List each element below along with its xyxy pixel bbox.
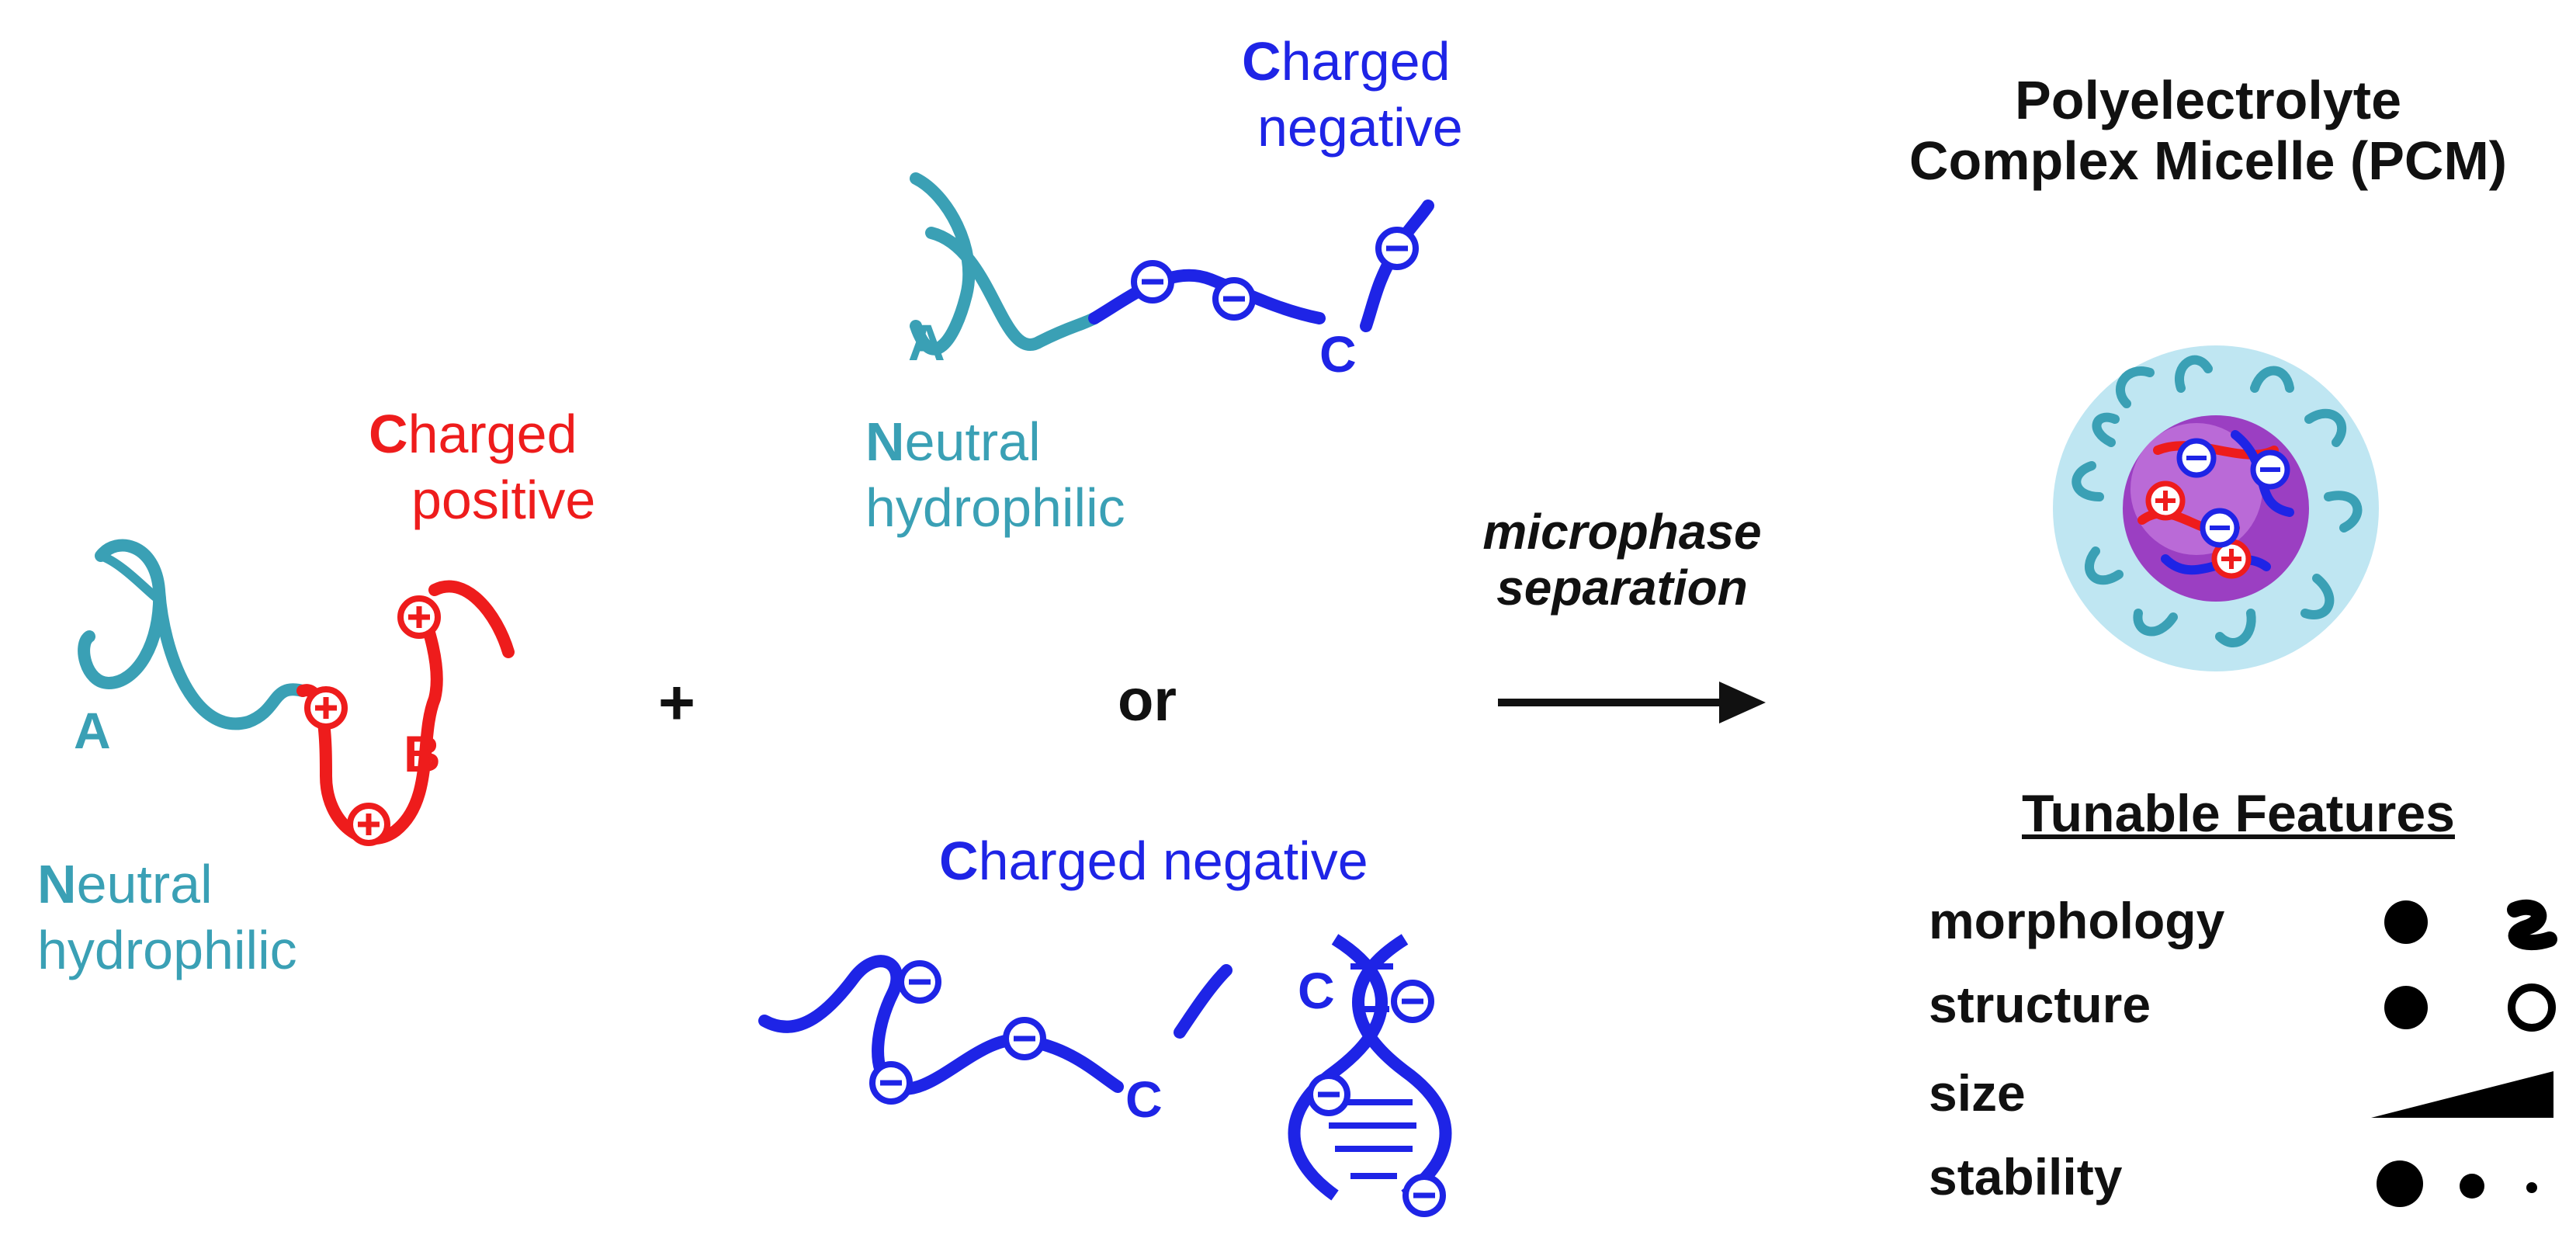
micelle-graphic bbox=[2053, 345, 2379, 671]
charged-text: harged negative bbox=[978, 831, 1368, 891]
block-c-label: C bbox=[1319, 325, 1357, 383]
sphere-icon bbox=[2377, 1160, 2423, 1207]
plus-charge-icon bbox=[347, 803, 390, 846]
feature-size: size bbox=[1929, 1064, 2026, 1122]
process-line-2: separation bbox=[1496, 559, 1748, 616]
neutral-initial: N bbox=[865, 411, 905, 472]
vesicle-icon bbox=[2508, 983, 2556, 1032]
charged-negative-label: Charged negative bbox=[939, 831, 1368, 891]
minus-charge-icon bbox=[2176, 438, 2217, 478]
dna-icon bbox=[1288, 934, 1452, 1217]
size-wedge-icon bbox=[2371, 1071, 2553, 1118]
hydrophilic-label: hydrophilic bbox=[37, 920, 297, 980]
charged-positive-label: Charged bbox=[369, 404, 577, 464]
worm-icon bbox=[2507, 899, 2557, 951]
anionic-block-copolymer bbox=[910, 172, 1434, 356]
charged-initial: C bbox=[369, 404, 408, 464]
plus-charge-icon bbox=[2145, 480, 2186, 521]
neutral-label: Neutral bbox=[37, 854, 213, 914]
feature-morphology: morphology bbox=[1929, 892, 2225, 949]
minus-charge-icon bbox=[2250, 449, 2290, 490]
charged-block-b bbox=[296, 580, 515, 845]
process-label: microphase separation bbox=[1459, 504, 1785, 616]
neutral-block-a bbox=[78, 539, 309, 730]
process-line-1: microphase bbox=[1482, 504, 1762, 560]
neutral-initial: N bbox=[37, 854, 77, 914]
feature-stability: stability bbox=[1929, 1148, 2123, 1206]
pcm-title-line-1: Polyelectrolyte bbox=[2015, 70, 2401, 130]
minus-charge-icon bbox=[2200, 508, 2240, 548]
hydrophilic-label: hydrophilic bbox=[865, 477, 1125, 538]
neutral-label: Neutral bbox=[865, 411, 1041, 472]
pcm-title: Polyelectrolyte Complex Micelle (PCM) bbox=[1847, 70, 2569, 192]
charged-initial: C bbox=[939, 831, 979, 891]
cationic-block-copolymer bbox=[78, 539, 515, 846]
block-c-label: C bbox=[1125, 1070, 1163, 1128]
micelle-corona-chains bbox=[2072, 355, 2363, 647]
sphere-icon bbox=[2384, 900, 2428, 944]
neutral-block-tail bbox=[96, 551, 166, 605]
plus-sign: + bbox=[658, 668, 695, 738]
pcm-title-line-2: Complex Micelle (PCM) bbox=[1847, 130, 2569, 191]
negative-label: negative bbox=[1257, 97, 1463, 158]
minus-charge-icon bbox=[1375, 227, 1419, 270]
pcm-title-paren: ) bbox=[2488, 130, 2508, 192]
minus-charge-icon bbox=[1003, 1017, 1046, 1060]
positive-label: positive bbox=[411, 470, 596, 530]
plus-charge-icon bbox=[304, 686, 348, 730]
minus-charge-icon bbox=[1212, 277, 1256, 321]
arrow-icon bbox=[1498, 682, 1766, 723]
block-a-label: A bbox=[74, 702, 111, 759]
stability-dots bbox=[2377, 1160, 2537, 1207]
pcm-abbreviation: PCM bbox=[2368, 130, 2489, 192]
minus-charge-icon bbox=[898, 960, 941, 1004]
sphere-icon bbox=[2460, 1174, 2484, 1199]
or-label: or bbox=[1118, 668, 1177, 734]
neutral-text: eutral bbox=[76, 854, 213, 914]
charged-initial: C bbox=[1242, 31, 1281, 92]
charged-text: harged bbox=[1281, 31, 1451, 92]
plus-charge-icon bbox=[397, 595, 441, 639]
block-b-label: B bbox=[404, 725, 441, 782]
minus-charge-icon bbox=[869, 1061, 913, 1105]
block-a-label: A bbox=[908, 314, 945, 371]
anionic-homopolymer bbox=[758, 955, 1233, 1105]
charged-text: harged bbox=[407, 404, 577, 464]
charged-negative-label: Charged bbox=[1242, 31, 1451, 92]
neutral-block-a bbox=[910, 172, 1101, 356]
neutral-text: eutral bbox=[904, 411, 1041, 472]
feature-structure: structure bbox=[1929, 976, 2151, 1033]
sphere-icon bbox=[2384, 986, 2428, 1029]
plus-charge-icon bbox=[2211, 539, 2252, 579]
pcm-title-text: Complex Micelle ( bbox=[1909, 130, 2369, 192]
tunable-features-title: Tunable Features bbox=[2022, 784, 2455, 843]
block-c-label: C bbox=[1298, 962, 1335, 1019]
sphere-icon bbox=[2526, 1182, 2537, 1193]
minus-charge-icon bbox=[1131, 260, 1174, 304]
